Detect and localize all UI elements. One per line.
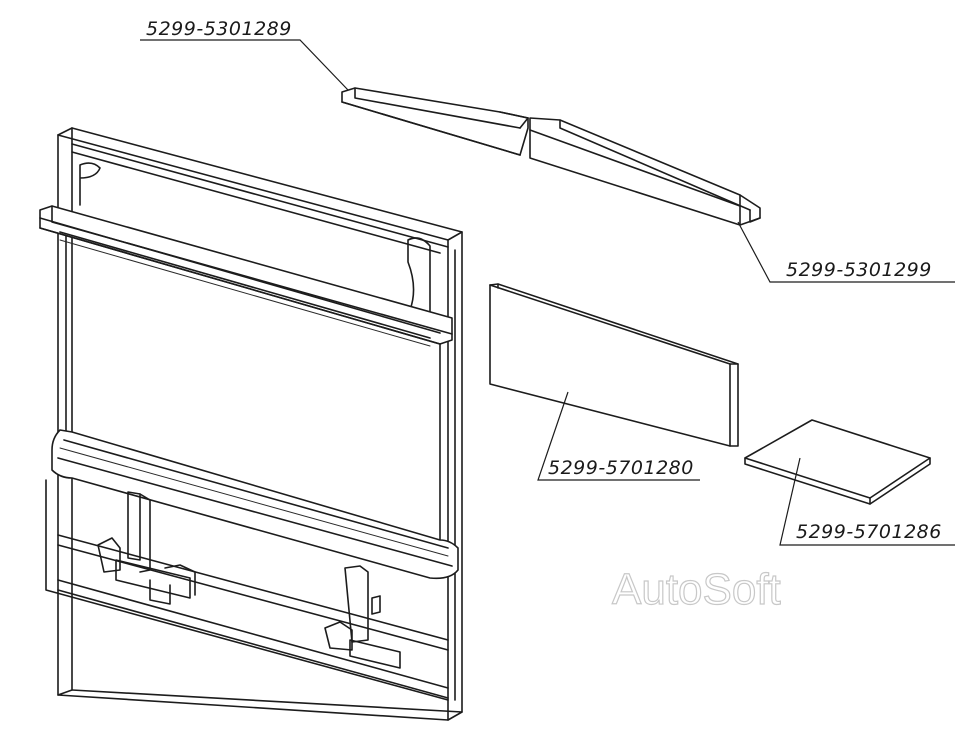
small-panel-part (744, 419, 931, 505)
leader-small-panel (779, 457, 955, 546)
label-small-panel: 5299-5701286 (796, 521, 942, 543)
leader-top-rail-ext (737, 221, 955, 283)
frame-assembly (39, 127, 463, 721)
label-large-panel: 5299-5701280 (548, 457, 694, 479)
large-panel-part (489, 283, 739, 447)
top-rail-extension-part (529, 117, 761, 226)
leader-large-panel (537, 391, 700, 481)
watermark-logo: AutoSoft (612, 565, 781, 614)
top-rail-part (341, 87, 529, 156)
leader-lines (140, 39, 955, 546)
leader-top-rail (140, 39, 349, 91)
label-top-rail: 5299-5301289 (146, 18, 292, 40)
label-top-rail-ext: 5299-5301299 (786, 259, 932, 281)
